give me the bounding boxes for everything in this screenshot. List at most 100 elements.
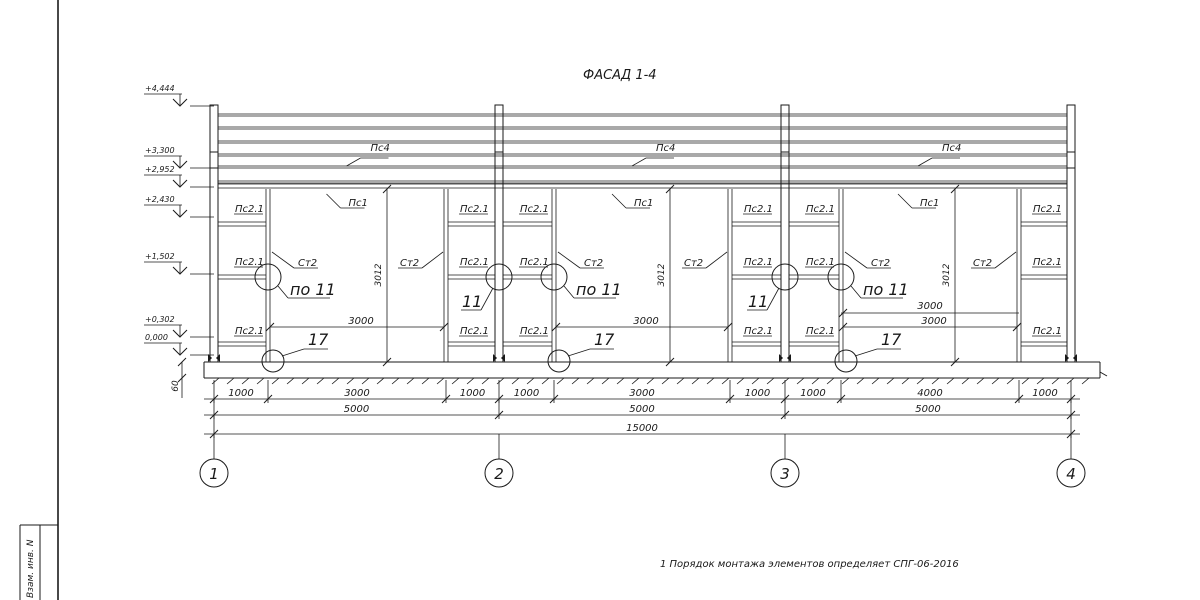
panel-label: Пс2.1: [806, 257, 835, 268]
ground-hatch: [916, 377, 925, 385]
elevation-label: +0,302: [145, 315, 175, 324]
dimension-label: 5000: [629, 404, 654, 415]
column-base-plate: [216, 354, 220, 362]
ground-hatch: [751, 377, 760, 385]
drawing-note: 1 Порядок монтажа элементов определяет С…: [660, 559, 959, 570]
dimension-label: 60: [171, 380, 181, 392]
elevation-label: +1,502: [145, 252, 175, 261]
post-label: Ст2: [973, 258, 992, 269]
dimension-label: 3000: [917, 301, 942, 312]
ground-hatch: [1051, 377, 1060, 385]
dimension-tick: [836, 394, 846, 404]
ground-hatch: [226, 377, 235, 385]
panel-label: Пс2.1: [1033, 257, 1062, 268]
leader-line: [611, 193, 627, 209]
steel-column: [1066, 104, 1076, 363]
ground-hatch: [871, 377, 880, 385]
dimension-tick: [1012, 322, 1022, 332]
ground-hatch: [781, 377, 790, 385]
grid-axis-circle: [770, 458, 800, 488]
ground-hatch: [946, 377, 955, 385]
panel-label: Пс2.1: [744, 257, 773, 268]
panel-label: Пс2.1: [520, 257, 549, 268]
panel-label: Пс2.1: [744, 326, 773, 337]
ground-hatch: [526, 377, 535, 385]
detail-callout-label: по 11: [576, 280, 622, 299]
ground-hatch: [406, 377, 415, 385]
detail-callout-label: 17: [308, 330, 329, 349]
panel-label: Пс1: [349, 198, 368, 209]
detail-callout-label: 11: [462, 292, 482, 311]
ground-hatch: [376, 377, 385, 385]
ground-hatch: [931, 377, 940, 385]
ground-hatch: [586, 377, 595, 385]
dimension-label: 5000: [344, 404, 369, 415]
steel-column: [209, 104, 219, 363]
ground-hatch: [901, 377, 910, 385]
detail-callout-label: по 11: [290, 280, 336, 299]
column-base-plate: [501, 354, 505, 362]
grid-axis-label: 4: [1066, 465, 1076, 483]
ground-hatch: [796, 377, 805, 385]
post-label: Ст2: [871, 258, 890, 269]
steel-column: [780, 104, 790, 363]
dimension-tick: [950, 357, 960, 367]
dimension-label: 1000: [1032, 388, 1057, 399]
leader-line: [346, 157, 361, 167]
leader-line: [917, 157, 933, 167]
leader-line: [277, 285, 289, 299]
elevation-arrow: [172, 329, 188, 338]
dimension-label: 4000: [917, 388, 942, 399]
leader-line: [281, 348, 305, 357]
dimension-label: 3000: [344, 388, 369, 399]
leader-line: [480, 287, 494, 311]
detail-callout-circle: [547, 349, 571, 373]
leader-line: [854, 348, 878, 357]
panel-label: Пс4: [656, 143, 675, 154]
column-base-plate: [787, 354, 791, 362]
elevation-label: 0,000: [145, 333, 168, 342]
dimension-label: 3000: [633, 316, 658, 327]
panel-label: Пс2.1: [806, 204, 835, 215]
ground-hatch: [886, 377, 895, 385]
dimension-label: 3012: [942, 263, 952, 286]
ground-hatch: [556, 377, 565, 385]
detail-callout-circle: [827, 263, 855, 291]
ground-hatch: [346, 377, 355, 385]
ground-hatch: [1006, 377, 1015, 385]
leader-line: [567, 348, 591, 357]
elevation-label: +2,430: [145, 195, 175, 204]
leader-line: [705, 251, 728, 269]
stamp-label: Взам. инв. N: [26, 539, 36, 598]
ground-hatch: [766, 377, 775, 385]
ground-hatch: [301, 377, 310, 385]
ground-hatch: [436, 377, 445, 385]
ground-hatch: [361, 377, 370, 385]
panel-label: Пс2.1: [520, 326, 549, 337]
dimension-tick: [177, 357, 187, 367]
detail-callout-label: 11: [748, 292, 768, 311]
column-base-plate: [208, 354, 212, 362]
ground-hatch: [331, 377, 340, 385]
elevation-label: +4,444: [145, 84, 175, 93]
ground-hatch: [976, 377, 985, 385]
ground-hatch: [511, 377, 520, 385]
grid-axis-label: 2: [494, 465, 504, 483]
dimension-label: 3000: [348, 316, 373, 327]
panel-label: Пс1: [920, 198, 939, 209]
dimension-tick: [665, 357, 675, 367]
ground-hatch: [661, 377, 670, 385]
grid-axis-circle: [484, 458, 514, 488]
grid-axis-label: 1: [209, 465, 219, 483]
detail-callout-circle: [261, 349, 285, 373]
dimension-tick: [439, 322, 449, 332]
dimension-tick: [950, 184, 960, 194]
dimension-tick: [725, 394, 735, 404]
dimension-label: 3000: [921, 316, 946, 327]
ground-hatch: [391, 377, 400, 385]
leader-line: [563, 285, 575, 299]
ground-hatch: [631, 377, 640, 385]
post-label: Ст2: [684, 258, 703, 269]
elevation-arrow: [172, 179, 188, 188]
column-base-plate: [493, 354, 497, 362]
